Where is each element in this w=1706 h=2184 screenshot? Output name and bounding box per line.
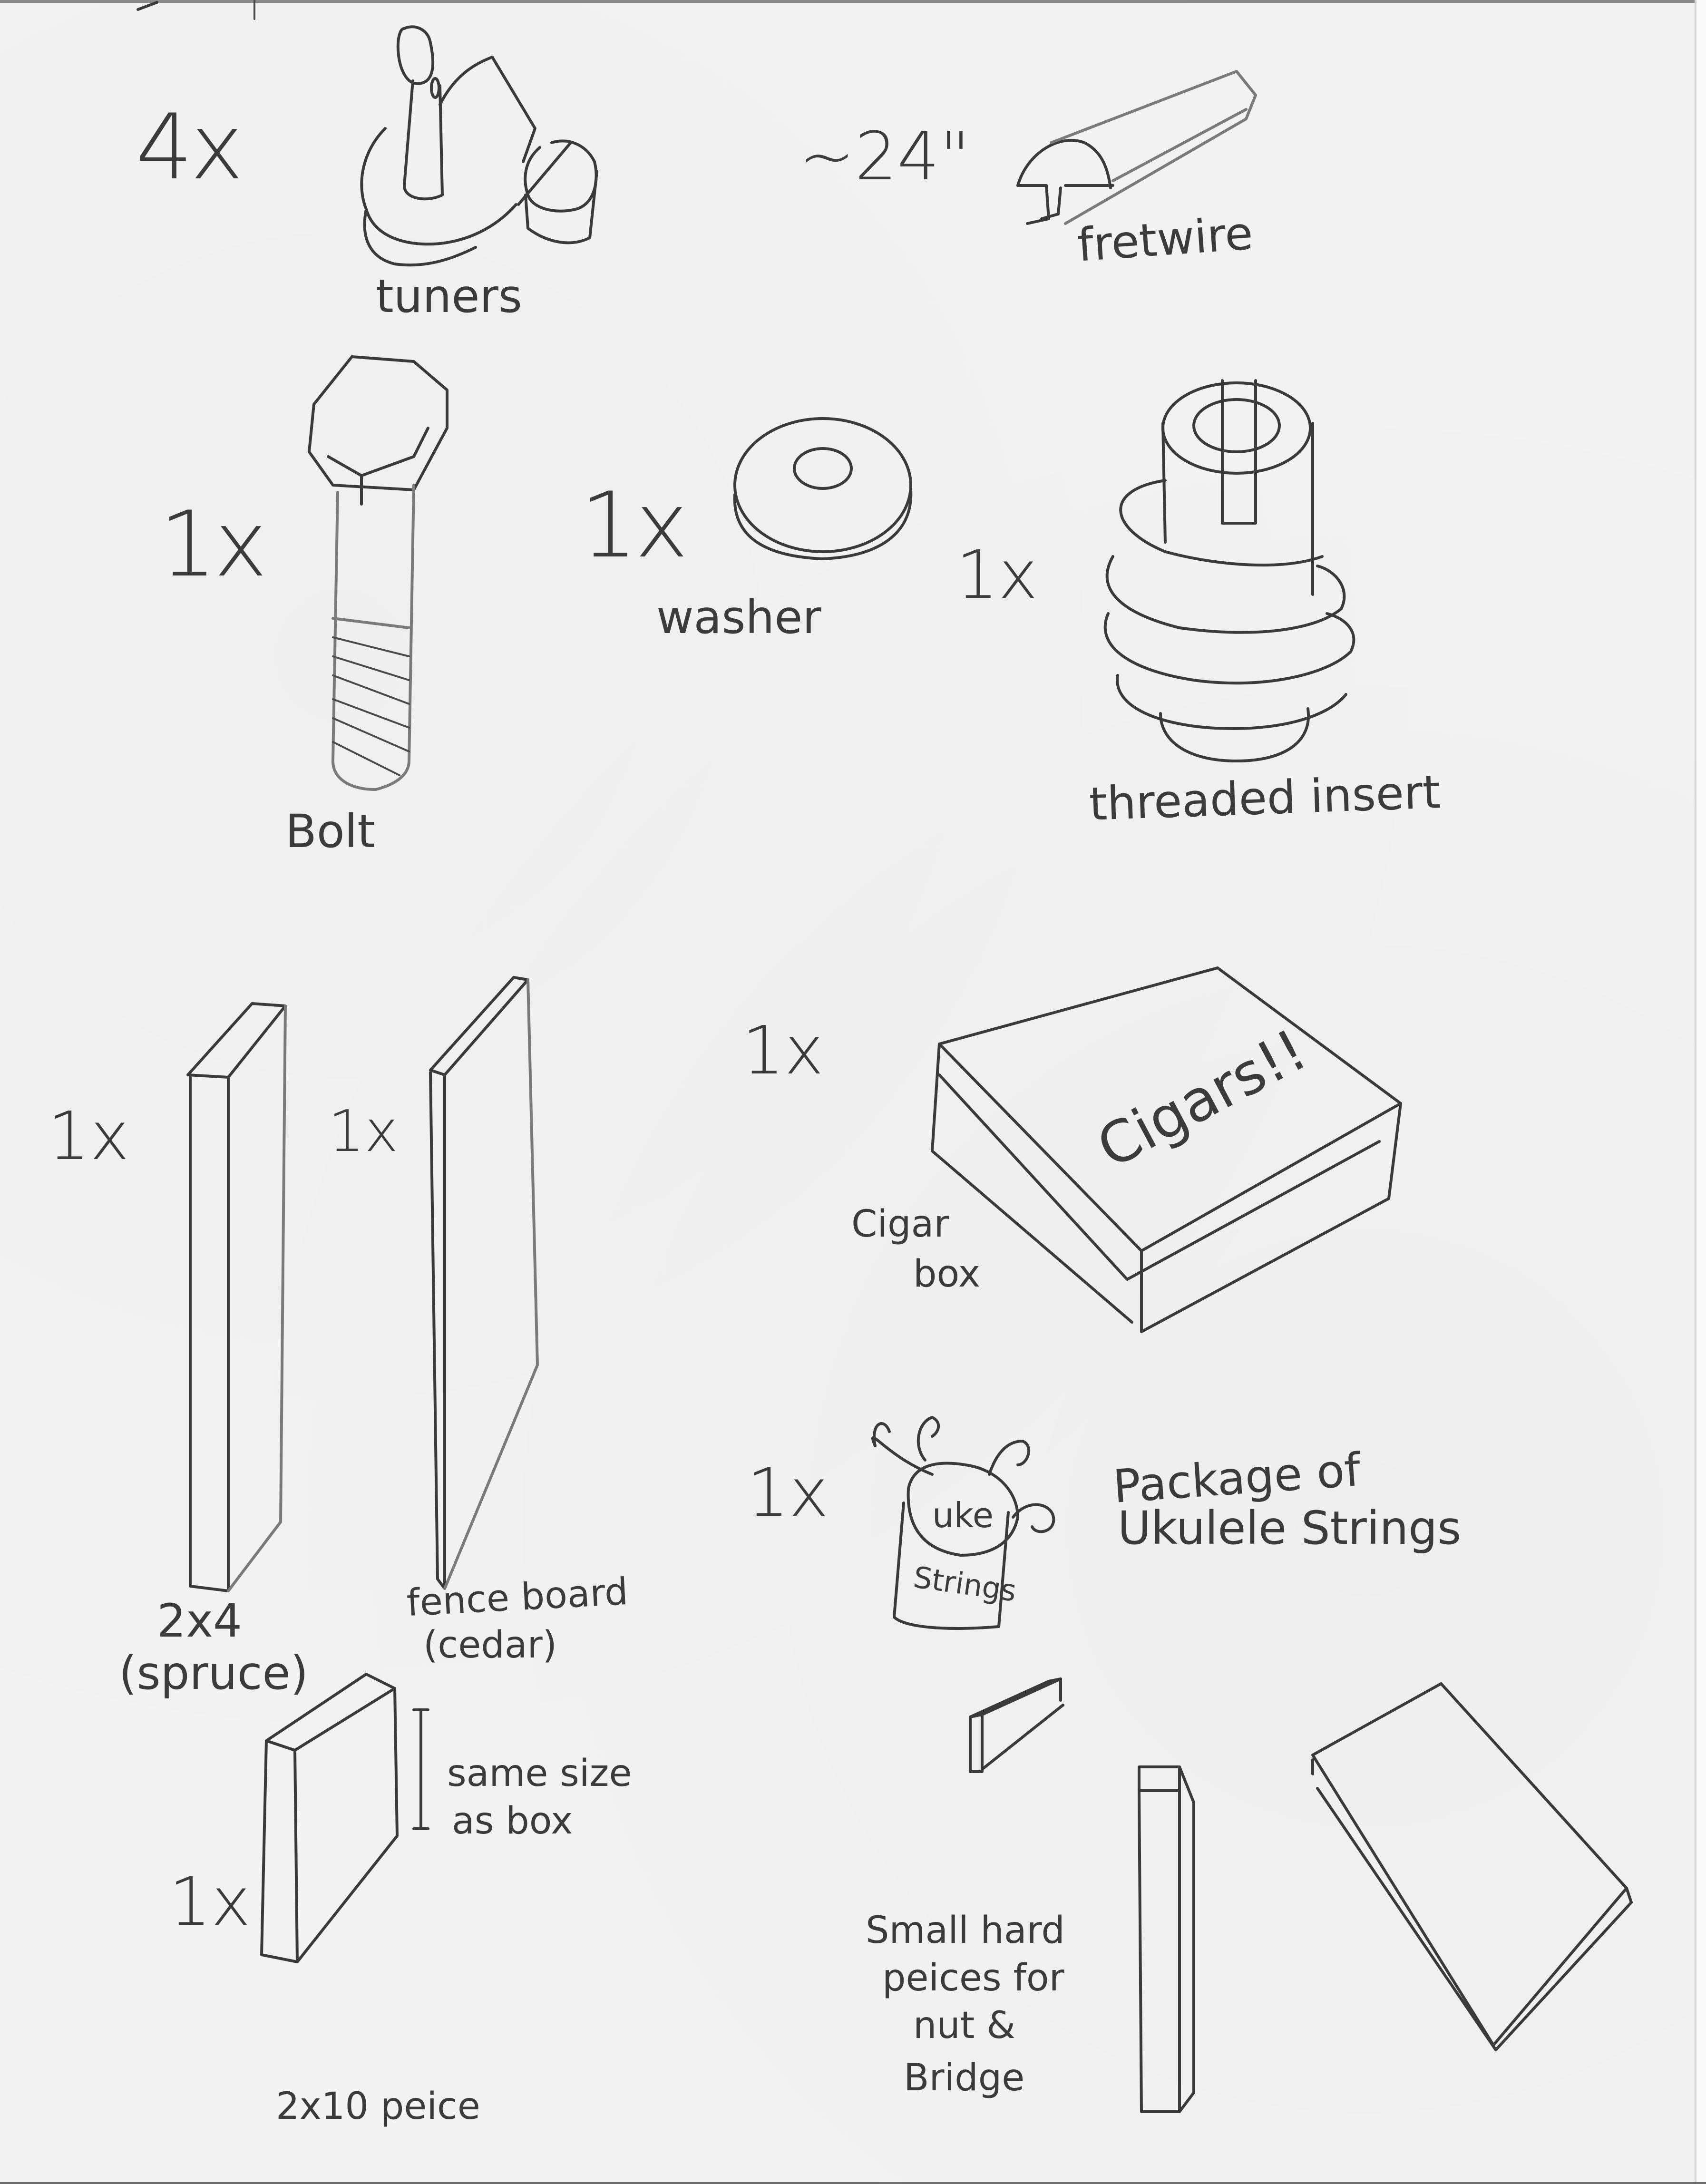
ukulele-strings-package-icon xyxy=(871,1416,1055,1630)
spruce-2x4-quantity: 1x xyxy=(48,1098,129,1175)
fretwire-icon xyxy=(1016,70,1257,225)
ukulele-strings-quantity: 1x xyxy=(747,1454,829,1532)
cedar-fence-board-material: (cedar) xyxy=(423,1624,557,1667)
package-text-uke: uke xyxy=(932,1495,994,1535)
2x10-note-line2: as box xyxy=(452,1800,573,1843)
hardwood-pieces-icon xyxy=(969,1677,1633,2113)
2x10-piece-icon xyxy=(260,1673,429,1963)
cigar-box-label-line1: Cigar xyxy=(851,1203,949,1246)
fretwire-label: fretwire xyxy=(1075,206,1255,272)
washer-icon xyxy=(733,417,913,560)
scan-top-edge xyxy=(0,0,1706,3)
cedar-fence-board-icon xyxy=(429,976,539,1590)
ukulele-strings-label-line2: Ukulele Strings xyxy=(1118,1502,1462,1555)
bolt-icon xyxy=(308,355,448,791)
threaded-insert-quantity: 1x xyxy=(956,536,1038,614)
2x10-note-line1: same size xyxy=(447,1752,632,1795)
scan-right-edge xyxy=(1695,0,1696,2184)
2x10-piece-label: 2x10 peice xyxy=(276,2085,480,2128)
cigar-box-quantity: 1x xyxy=(742,1012,824,1090)
bolt-label: Bolt xyxy=(285,805,375,858)
washer-label: washer xyxy=(656,591,821,644)
hardwood-label-line3: nut & xyxy=(913,2004,1016,2047)
cutoff-marks xyxy=(136,0,255,20)
scan-bottom-edge xyxy=(0,2182,1706,2184)
hardwood-label-line1: Small hard xyxy=(866,1909,1065,1952)
fretwire-quantity: ~24" xyxy=(799,118,970,195)
scan-right-margin xyxy=(1696,0,1706,2184)
tuner-icon xyxy=(360,25,598,267)
tuners-quantity: 4x xyxy=(136,95,244,200)
2x10-piece-quantity: 1x xyxy=(169,1863,251,1941)
threaded-insert-label: threaded insert xyxy=(1088,765,1442,831)
tuners-label: tuners xyxy=(376,270,522,323)
cigar-box-icon xyxy=(931,966,1402,1333)
hardwood-label-line4: Bridge xyxy=(904,2057,1025,2099)
cedar-fence-board-quantity: 1x xyxy=(328,1099,399,1165)
cedar-fence-board-label: fence board xyxy=(405,1570,629,1625)
threaded-insert-icon xyxy=(1103,379,1355,762)
spruce-2x4-size: 2x4 xyxy=(157,1594,242,1648)
spruce-2x4-icon xyxy=(186,1002,287,1592)
washer-quantity: 1x xyxy=(580,473,688,578)
cigar-box-label-line2: box xyxy=(913,1253,980,1296)
bolt-quantity: 1x xyxy=(159,492,267,597)
spruce-2x4-material: (spruce) xyxy=(119,1647,309,1700)
hardwood-label-line2: peices for xyxy=(882,1957,1064,1999)
